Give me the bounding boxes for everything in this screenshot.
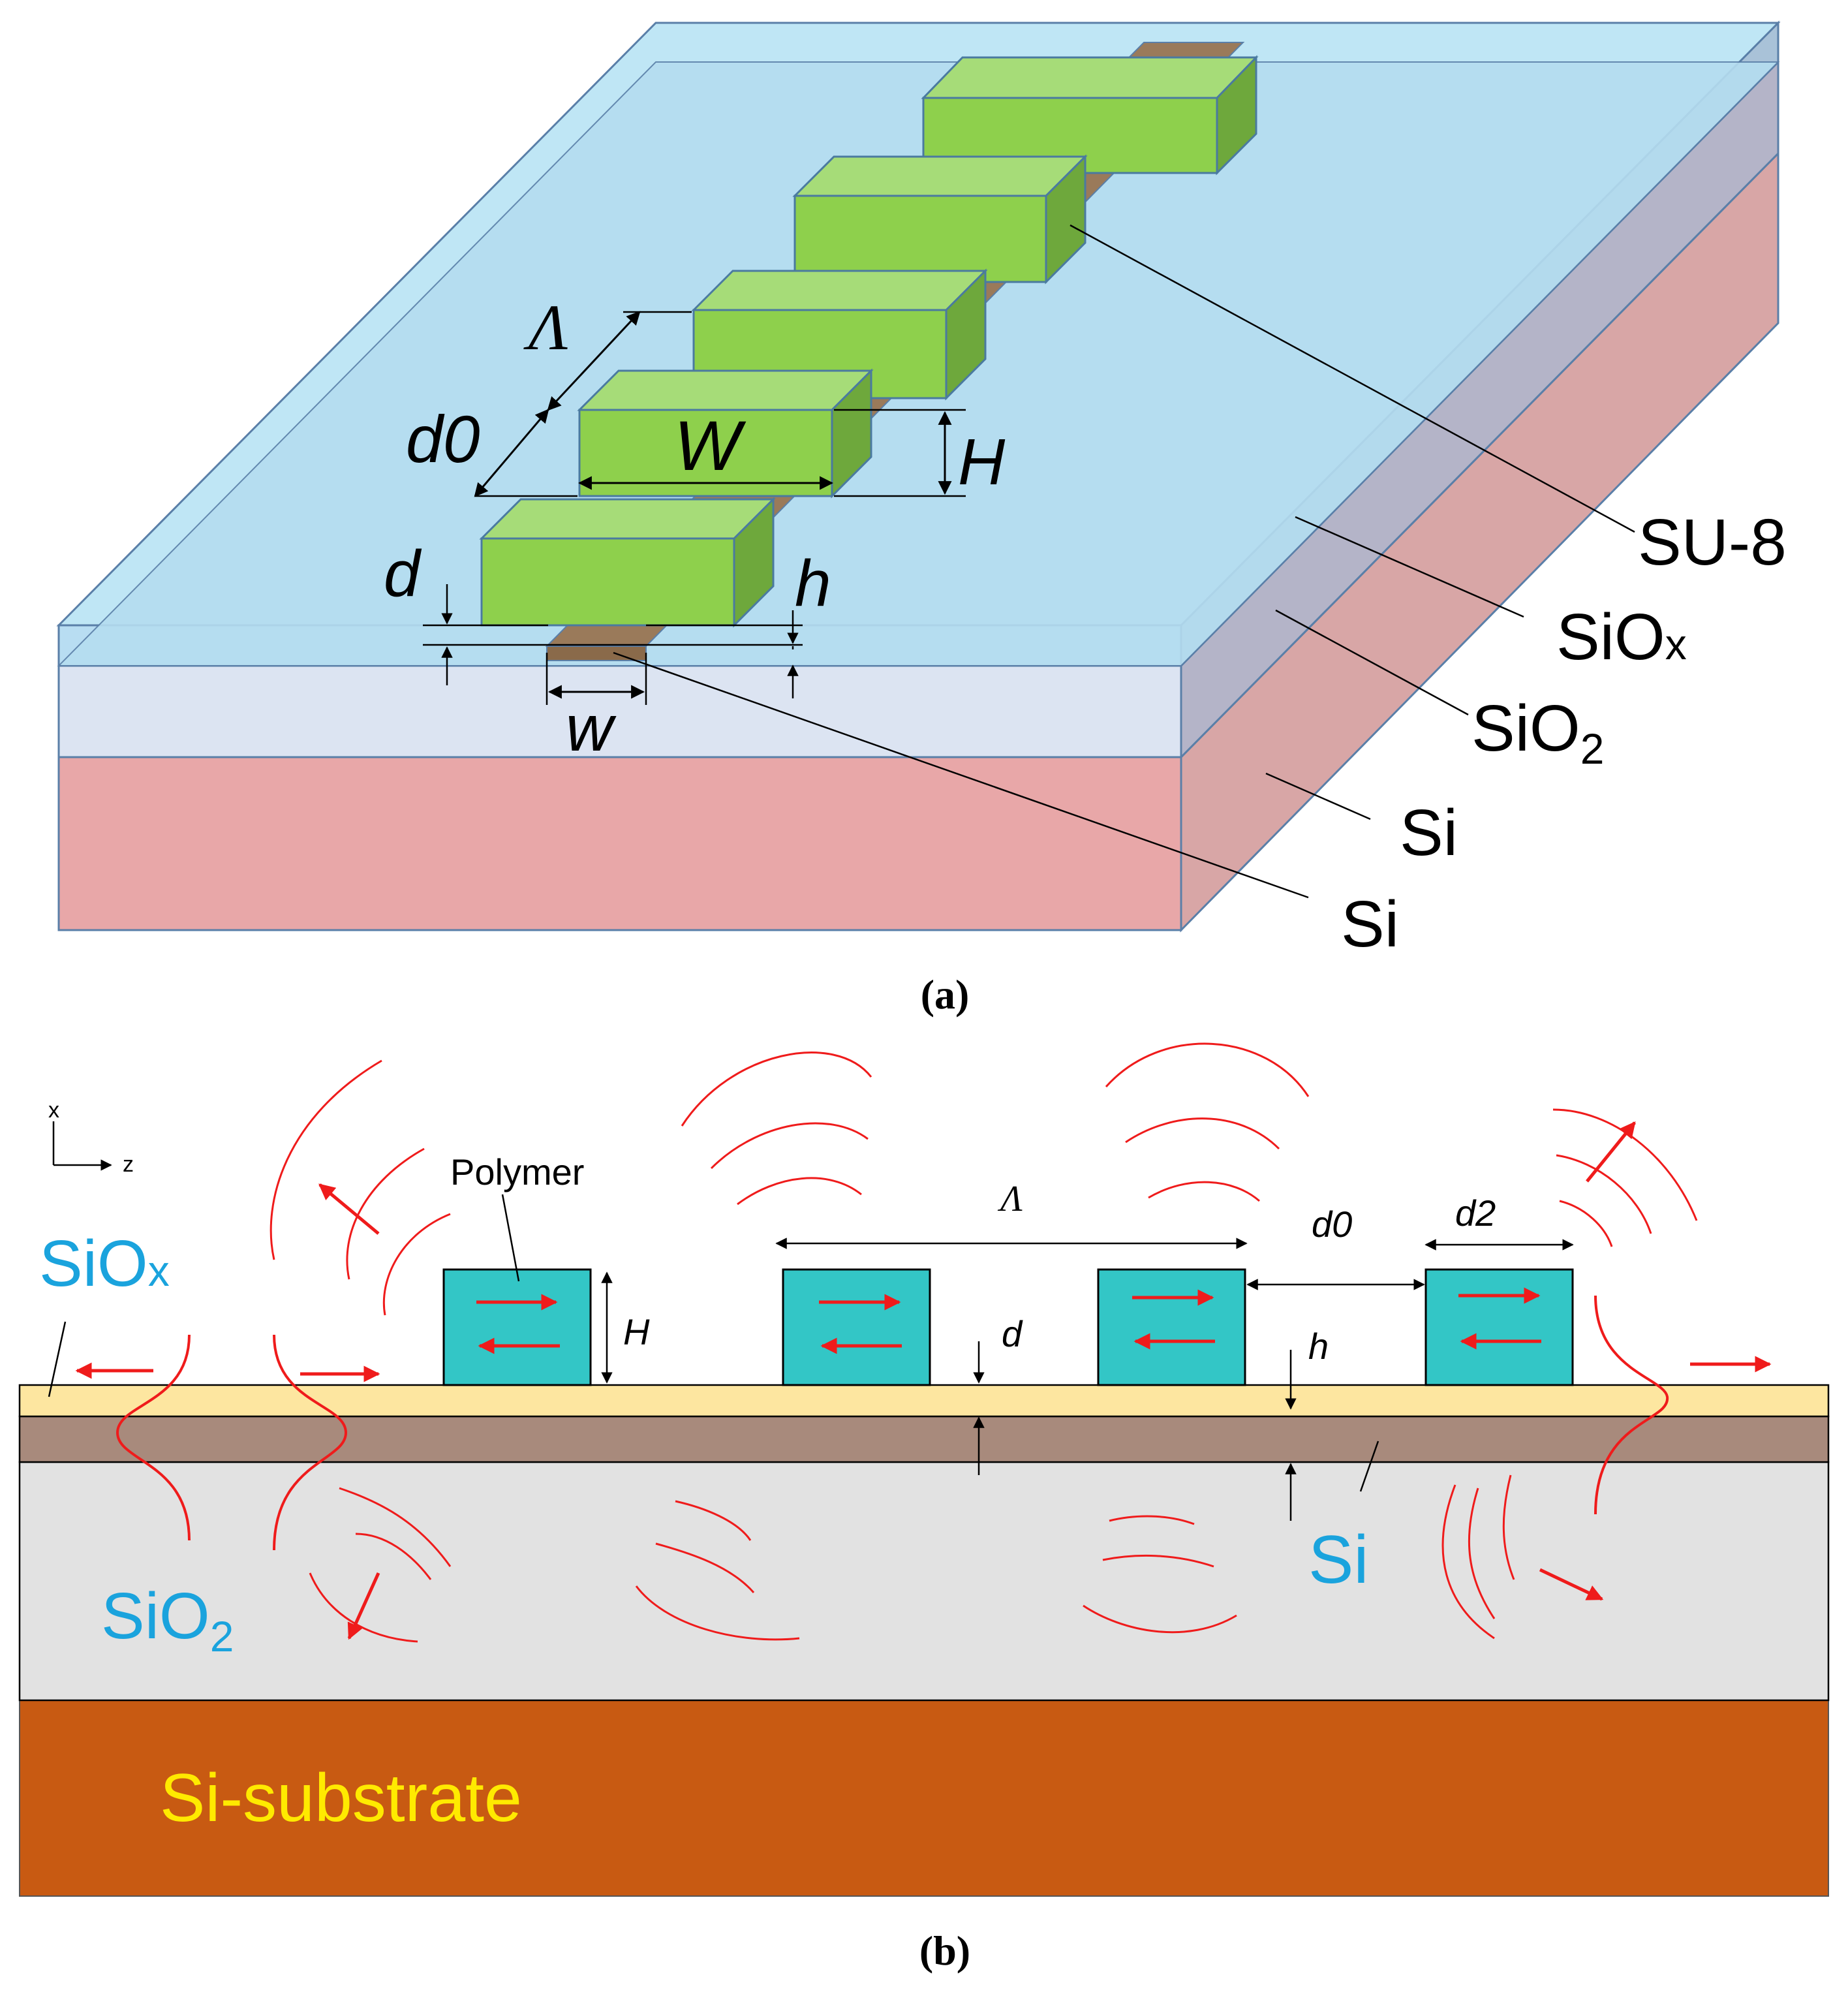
dimension-lines-a bbox=[423, 311, 966, 705]
si-substrate-front bbox=[57, 756, 1182, 931]
siox-leader bbox=[48, 1321, 67, 1397]
siox-main-a: SiO bbox=[1556, 600, 1665, 674]
label-siox-b: SiOx bbox=[39, 1227, 170, 1300]
label-si-waveguide-a: Si bbox=[1341, 888, 1399, 961]
figure-b-cross-section: x z bbox=[18, 1042, 1830, 1974]
label-sio2-b: SiO2 bbox=[101, 1580, 234, 1660]
si-layer-b bbox=[18, 1415, 1830, 1463]
label-h-a: h bbox=[795, 547, 831, 620]
siox-layer-b bbox=[18, 1384, 1830, 1418]
axes-indicator: x z bbox=[48, 1098, 134, 1177]
su8-block-5 bbox=[921, 55, 1259, 176]
label-d2-b: d2 bbox=[1455, 1192, 1496, 1234]
label-si-b: Si bbox=[1308, 1522, 1368, 1598]
label-H-b: H bbox=[623, 1311, 650, 1352]
siox-main-b: SiO bbox=[39, 1227, 148, 1300]
label-h-b: h bbox=[1308, 1326, 1329, 1367]
sio2-main-b: SiO bbox=[101, 1580, 210, 1653]
label-W-a: W bbox=[674, 406, 747, 485]
polymer-block-4 bbox=[1424, 1268, 1574, 1386]
propagation-arrows bbox=[75, 1121, 1772, 1640]
su8-block-1 bbox=[479, 497, 776, 628]
substrate-layer-b bbox=[19, 1700, 1829, 1897]
sio2-layer-front bbox=[57, 664, 1182, 758]
label-d0-a: d0 bbox=[406, 402, 480, 476]
label-lambda-b: Λ bbox=[997, 1179, 1023, 1219]
sio2-layer-b bbox=[18, 1461, 1830, 1702]
su8-block-4 bbox=[792, 154, 1088, 285]
polymer-block-2 bbox=[782, 1268, 931, 1386]
label-H-a: H bbox=[958, 426, 1006, 499]
sio2-sub-b: 2 bbox=[210, 1612, 234, 1660]
label-w-a: w bbox=[566, 692, 617, 765]
radiation-waves-lower bbox=[309, 1474, 1515, 1643]
sio2-main-a: SiO bbox=[1471, 692, 1580, 765]
polymer-leader bbox=[501, 1194, 520, 1282]
polymer-block-1 bbox=[442, 1268, 592, 1386]
label-d-b: d bbox=[1002, 1313, 1023, 1354]
su8-block-3 bbox=[691, 268, 988, 401]
polymer-block-3 bbox=[1097, 1268, 1246, 1386]
siox-sub-b: x bbox=[148, 1247, 170, 1295]
label-siox-a: SiOx bbox=[1556, 600, 1687, 674]
siox-sub-a: x bbox=[1665, 620, 1687, 668]
axis-x-label: x bbox=[48, 1098, 59, 1123]
figure-a-3d-structure: Λ d0 W H d h w SU-8 SiOx SiO2 Si Si (a) bbox=[56, 20, 1787, 1018]
label-d-a: d bbox=[384, 537, 422, 610]
caption-a: (a) bbox=[921, 971, 970, 1018]
dimension-lines-b bbox=[601, 1238, 1574, 1521]
radiation-waves-upper bbox=[270, 1042, 1698, 1316]
label-sio2-a: SiO2 bbox=[1471, 692, 1604, 773]
axis-z-label: z bbox=[123, 1152, 134, 1177]
su8-block-2 bbox=[577, 368, 874, 499]
label-lambda-a: Λ bbox=[523, 291, 568, 364]
label-d0-b: d0 bbox=[1312, 1204, 1352, 1245]
label-su8: SU-8 bbox=[1638, 506, 1787, 579]
label-substrate: Si-substrate bbox=[160, 1760, 522, 1836]
caption-b: (b) bbox=[919, 1927, 970, 1974]
si-leader bbox=[1359, 1441, 1379, 1492]
mode-profiles bbox=[116, 1295, 1669, 1551]
label-si-layer-a: Si bbox=[1400, 796, 1458, 869]
sio2-sub-a: 2 bbox=[1580, 724, 1605, 773]
label-polymer: Polymer bbox=[450, 1151, 584, 1192]
leader-lines-a bbox=[613, 224, 1635, 899]
